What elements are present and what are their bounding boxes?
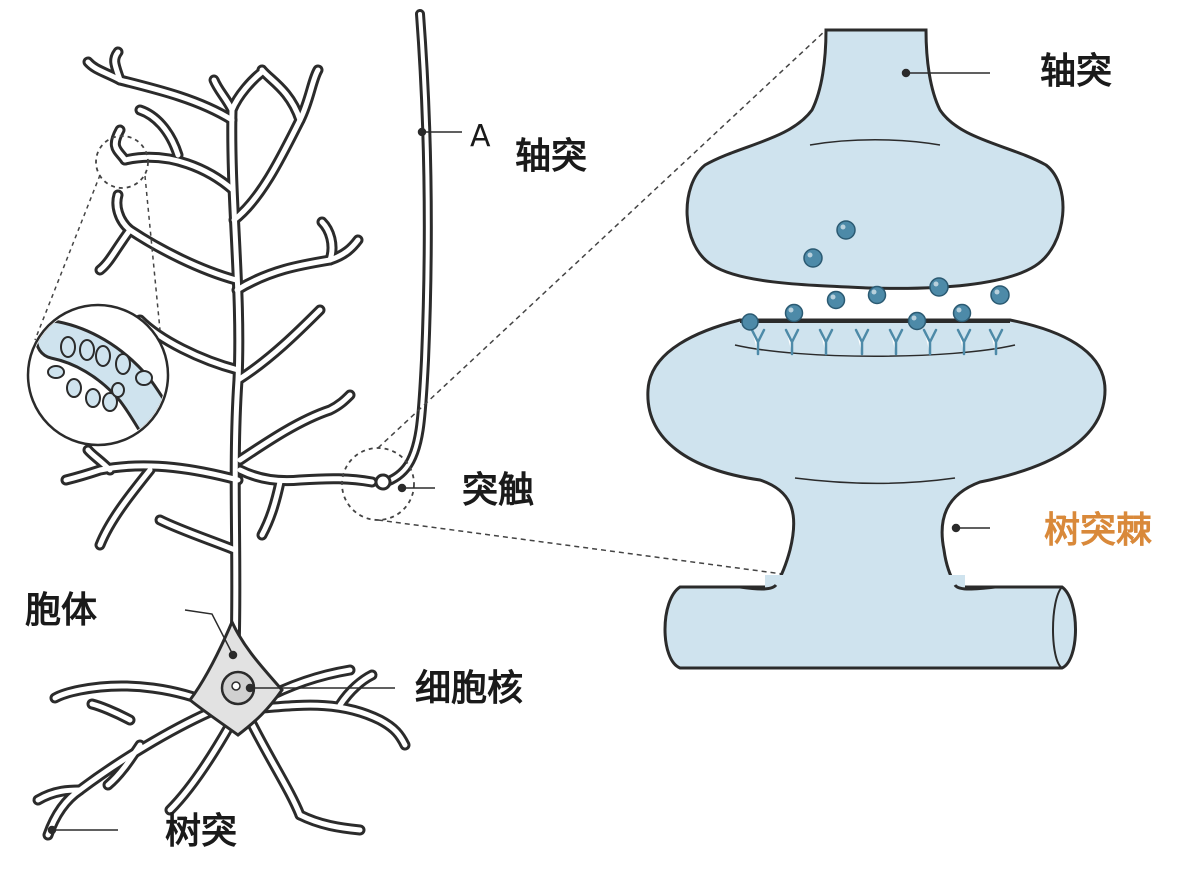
dendritic-spine-label: 树突棘: [1044, 510, 1152, 551]
cell-body: [187, 618, 284, 737]
nucleus-label: 细胞核: [415, 668, 523, 709]
spine-highlight-circle: [95, 135, 149, 189]
receptors: [750, 328, 1004, 356]
dendrite-shaft: [663, 585, 1077, 670]
axon-marker-label: A: [470, 119, 491, 154]
axon-left: [374, 9, 433, 491]
enlarged-synapse: [646, 28, 1107, 670]
dendrite-label: 树突: [165, 811, 237, 852]
axon-label: 轴突: [515, 136, 587, 177]
presynaptic-terminal: [685, 28, 1065, 290]
axon-right-label: 轴突: [1040, 51, 1112, 92]
postsynaptic-spine: [646, 318, 1107, 587]
axon-terminal: [374, 473, 392, 491]
leader-lines: [47, 68, 990, 835]
soma-label: 胞体: [25, 590, 97, 631]
magnified-spines-inset: [26, 303, 170, 447]
synapse-label: 突触: [462, 470, 534, 511]
